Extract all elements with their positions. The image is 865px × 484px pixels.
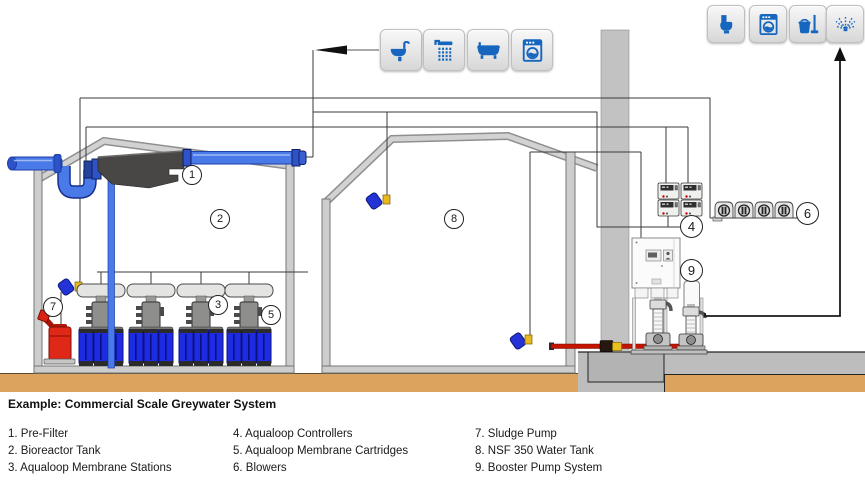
reuse-tile-toilet bbox=[707, 5, 745, 43]
system-diagram-art bbox=[0, 29, 865, 392]
washing-machine-icon bbox=[758, 13, 778, 35]
source-tile-sink bbox=[380, 29, 422, 71]
treated-water-line bbox=[704, 47, 846, 317]
blowers bbox=[712, 201, 794, 222]
sink-icon bbox=[390, 40, 410, 61]
source-tile-shower bbox=[423, 29, 465, 71]
legend-item-7: 7. Sludge Pump bbox=[475, 428, 557, 440]
legend-item-4: 4. Aqualoop Controllers bbox=[233, 428, 353, 440]
legend-column-2: 4. Aqualoop Controllers 5. Aqualoop Memb… bbox=[233, 426, 408, 477]
legend: Example: Commercial Scale Greywater Syst… bbox=[0, 392, 865, 484]
sprinkler-icon bbox=[834, 15, 856, 31]
callout-membrane-stations: 3 bbox=[208, 295, 228, 315]
callout-controllers: 4 bbox=[680, 215, 703, 238]
legend-item-6: 6. Blowers bbox=[233, 462, 287, 474]
sludge-pump bbox=[37, 309, 76, 365]
callout-blowers: 6 bbox=[796, 202, 819, 225]
callout-nsf350-tank: 8 bbox=[444, 209, 464, 229]
nsf350-water-tank bbox=[321, 131, 599, 374]
callout-booster-pump: 9 bbox=[680, 259, 703, 282]
legend-item-1: 1. Pre-Filter bbox=[8, 428, 69, 440]
membrane-station bbox=[126, 283, 176, 366]
legend-item-2: 2. Bioreactor Tank bbox=[8, 445, 101, 457]
callout-pre-filter: 1 bbox=[182, 165, 202, 185]
reuse-tile-cleaning bbox=[789, 5, 827, 43]
bathtub-icon bbox=[476, 41, 500, 59]
legend-title: Example: Commercial Scale Greywater Syst… bbox=[8, 397, 277, 411]
legend-item-9: 9. Booster Pump System bbox=[475, 462, 603, 474]
callout-sludge-pump: 7 bbox=[43, 297, 63, 317]
inlet-piping bbox=[7, 154, 102, 199]
reuse-tile-irrigation bbox=[826, 5, 864, 43]
pre-filter bbox=[97, 149, 307, 189]
membrane-station bbox=[76, 283, 126, 366]
washing-machine-icon bbox=[522, 38, 542, 62]
shower-icon bbox=[433, 39, 452, 61]
reuse-tile-washing-machine bbox=[749, 5, 787, 43]
legend-column-3: 7. Sludge Pump 8. NSF 350 Water Tank 9. … bbox=[475, 426, 602, 477]
booster-pump-system bbox=[630, 237, 708, 355]
callout-bioreactor-tank: 2 bbox=[210, 209, 230, 229]
membrane-station bbox=[224, 283, 274, 366]
prefilter-downpipe bbox=[107, 179, 115, 369]
left-arrowhead bbox=[315, 45, 347, 55]
aqualoop-membrane-stations bbox=[76, 283, 274, 366]
support-column bbox=[587, 29, 665, 383]
source-tile-washing-machine bbox=[511, 29, 553, 71]
callout-membrane-cartridges: 5 bbox=[261, 305, 281, 325]
legend-item-3: 3. Aqualoop Membrane Stations bbox=[8, 462, 172, 474]
legend-item-5: 5. Aqualoop Membrane Cartridges bbox=[233, 445, 409, 457]
up-arrowhead bbox=[834, 47, 846, 61]
source-tile-bathtub bbox=[467, 29, 509, 71]
membrane-station bbox=[176, 283, 226, 366]
toilet-icon bbox=[719, 14, 732, 33]
source-inflow-arrow bbox=[315, 45, 379, 55]
legend-item-8: 8. NSF 350 Water Tank bbox=[475, 445, 594, 457]
mop-bucket-icon bbox=[798, 14, 818, 33]
aqualoop-controllers bbox=[657, 182, 703, 217]
legend-column-1: 1. Pre-Filter 2. Bioreactor Tank 3. Aqua… bbox=[8, 426, 172, 477]
